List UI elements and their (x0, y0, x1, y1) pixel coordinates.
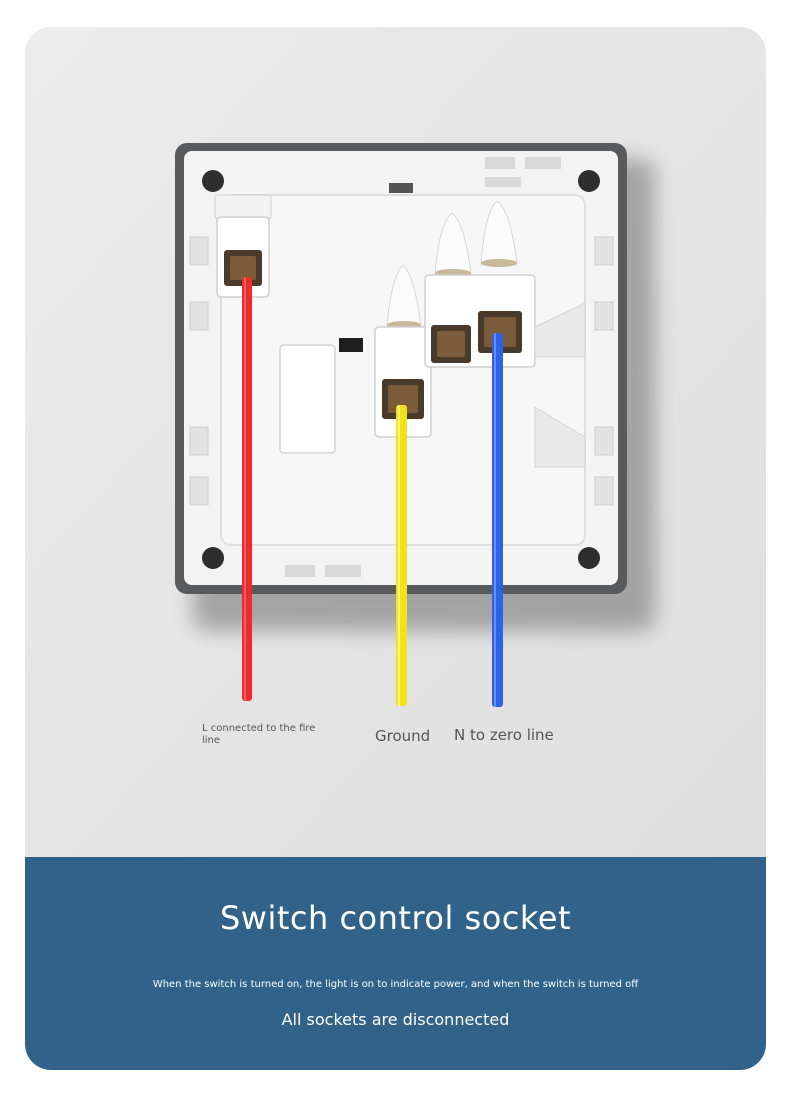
mount-hole (202, 170, 224, 192)
ground-wire-label: Ground (375, 727, 431, 745)
live-wire-label: L connected to the fire line (202, 723, 316, 746)
banner-description: When the switch is turned on, the light … (152, 979, 639, 990)
neutral-wire-label: N to zero line (454, 726, 554, 744)
mount-hole (578, 547, 600, 569)
socket-back-icon (25, 27, 766, 857)
ground-wire (396, 405, 407, 706)
info-banner: Switch control socket When the switch is… (25, 857, 766, 1070)
mount-hole (202, 547, 224, 569)
wall-scene: L connected to the fire line Ground N to… (25, 27, 766, 857)
product-card: L connected to the fire line Ground N to… (25, 27, 766, 1070)
banner-subtitle: All sockets are disconnected (281, 1010, 510, 1029)
banner-title: Switch control socket (219, 899, 572, 937)
mount-hole (578, 170, 600, 192)
live-wire (242, 277, 252, 701)
neutral-wire (492, 333, 503, 707)
